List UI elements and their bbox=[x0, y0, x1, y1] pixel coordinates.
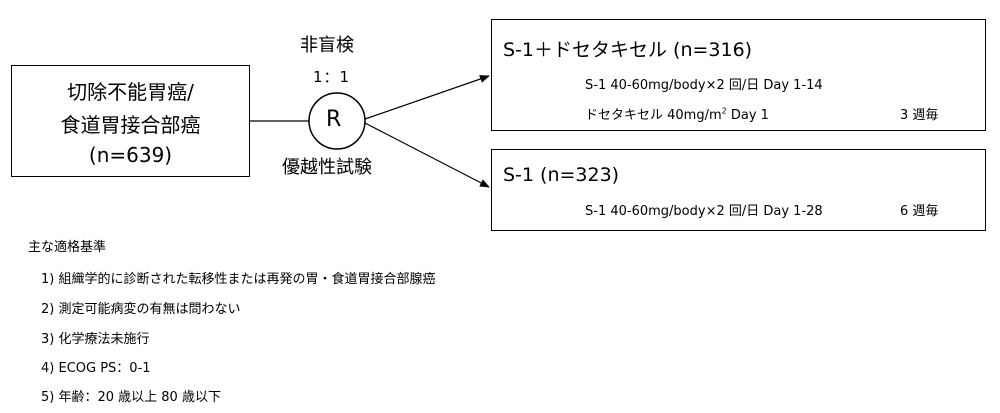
allocation-ratio: 1：1 bbox=[313, 68, 351, 86]
arm1-box: S-1＋ドセタキセル (n=316) S-1 40-60mg/body×2 回/… bbox=[491, 19, 986, 131]
randomization-circle bbox=[308, 92, 366, 150]
arm1-s1-dosing: S-1 40-60mg/body×2 回/日 Day 1-14 bbox=[585, 78, 823, 93]
arm2-s1-dosing: S-1 40-60mg/body×2 回/日 Day 1-28 bbox=[585, 204, 823, 219]
criteria-heading: 主な適格基準 bbox=[28, 240, 107, 255]
arm2-box: S-1 (n=323) S-1 40-60mg/body×2 回/日 Day 1… bbox=[491, 149, 986, 231]
population-box: 切除不能胃癌/ 食道胃接合部癌 (n=639) bbox=[11, 65, 250, 177]
arm2-title: S-1 (n=323) bbox=[503, 164, 620, 186]
population-line1: 切除不能胃癌/ bbox=[67, 80, 194, 104]
criteria-item-1: 1) 組織学的に診断された転移性または再発の胃・食道胃接合部腺癌 bbox=[41, 272, 436, 287]
arrow-to-arm1 bbox=[364, 75, 490, 120]
arm2-cycle: 6 週毎 bbox=[900, 204, 939, 219]
criteria-item-5: 5) 年齢：20 歳以上 80 歳以下 bbox=[41, 390, 221, 405]
superiority-trial-text: 優越性試験 bbox=[282, 157, 372, 178]
population-n: (n=639) bbox=[88, 143, 173, 167]
criteria-item-3: 3) 化学療法未施行 bbox=[41, 332, 150, 347]
arm1-title: S-1＋ドセタキセル (n=316) bbox=[503, 39, 753, 61]
open-label-text: 非盲検 bbox=[300, 35, 354, 56]
population-line2: 食道胃接合部癌 bbox=[60, 113, 201, 137]
arm1-cycle: 3 週毎 bbox=[900, 108, 939, 123]
criteria-item-4: 4) ECOG PS：0-1 bbox=[41, 361, 151, 376]
criteria-item-2: 2) 測定可能病変の有無は問わない bbox=[41, 302, 241, 317]
randomization-symbol: R bbox=[326, 107, 342, 132]
arm1-docetaxel-dosing: ドセタキセル 40mg/m2 Day 1 bbox=[585, 106, 769, 123]
arrow-to-arm2 bbox=[364, 122, 490, 188]
